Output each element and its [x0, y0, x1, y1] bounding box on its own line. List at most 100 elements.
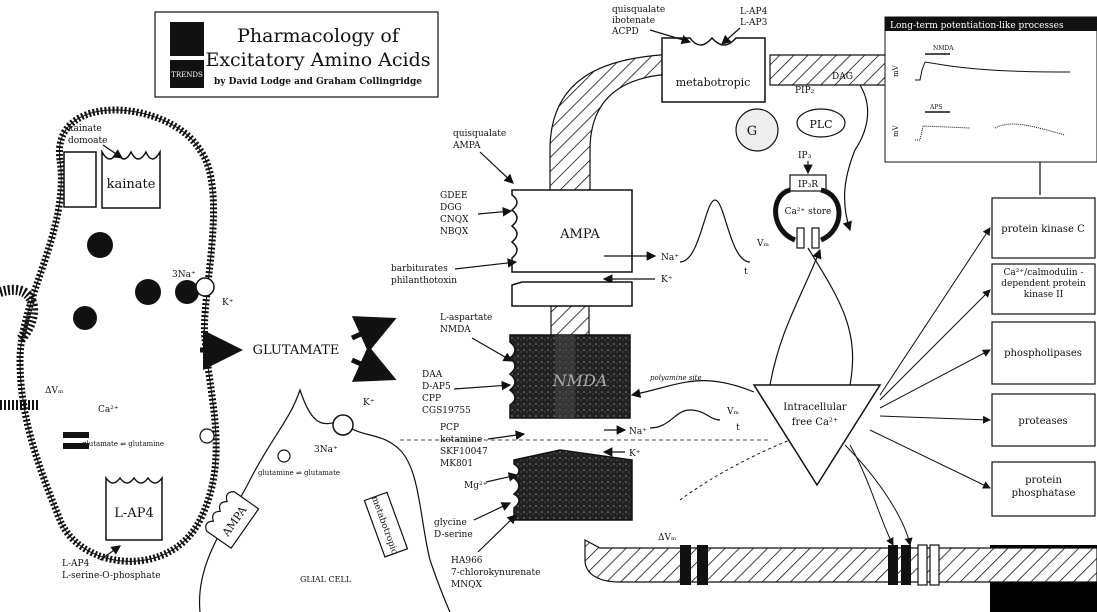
- glial-na-k-pump: [333, 415, 353, 435]
- metabotropic-receptor-label: metabotropic: [676, 76, 751, 89]
- channel-blocker-2: philanthotoxin: [391, 276, 457, 286]
- pcp-group-4: MK801: [440, 459, 473, 469]
- mg-label: Mg²⁺: [464, 481, 488, 491]
- effector-protein-kinase-c: protein kinase C: [992, 198, 1095, 258]
- glial-cell-label: GLIAL CELL: [300, 575, 352, 584]
- effector-label: proteases: [1018, 416, 1067, 427]
- ap4-ligand-2: L-serine-O-phosphate: [62, 571, 161, 581]
- glycine-antagonist-2: 7-chlorokynurenate: [451, 568, 541, 578]
- mglu-antagonist-1: L-AP4: [740, 7, 768, 17]
- ampa-k-label: K⁺: [661, 275, 673, 285]
- effector-proteases: proteases: [992, 394, 1095, 446]
- title-line-1: Pharmacology of: [237, 25, 401, 47]
- g-protein-label: G: [747, 124, 757, 139]
- effector-label: Ca²⁺/calmodulin -dependent protein kinas…: [994, 268, 1093, 301]
- presyn-transporter-label: glutamate ⇌ glutamine: [82, 440, 164, 448]
- ampa-antagonist-3: CNQX: [440, 215, 469, 225]
- title-box: TRENDS Pharmacology of Excitatory Amino …: [155, 12, 438, 97]
- ltp-y-unit-2: mV: [892, 124, 900, 137]
- glial-na-label: 3Na⁺: [314, 445, 338, 455]
- pcp-group-1: PCP: [440, 423, 459, 433]
- vesicle: [73, 306, 97, 330]
- ampa-antagonist-1: GDEE: [440, 191, 468, 201]
- ip3r-label: IP₃R: [798, 180, 818, 190]
- kainate-receptor-label: kainate: [107, 177, 156, 192]
- glycine-site[interactable]: [514, 450, 632, 520]
- title-line-2: Excitatory Amino Acids: [205, 49, 430, 71]
- ltp-nmda-label: NMDA: [933, 45, 954, 52]
- nmda-vm-label: Vₘ: [726, 407, 739, 417]
- intracellular-label-1: Intracellular: [783, 402, 847, 413]
- nmda-agonist-2: NMDA: [440, 325, 471, 335]
- glial-transporter-label: glutamine ⇌ glutamate: [258, 469, 340, 477]
- ampa-na-label: Na⁺: [661, 253, 679, 263]
- effector-phospholipases: phospholipases: [992, 322, 1095, 384]
- glutamate-label: GLUTAMATE: [253, 343, 340, 358]
- mglu-antagonist-2: L-AP3: [740, 18, 768, 28]
- epsp-t-label: t: [744, 267, 748, 277]
- l-ap4-receptor-label: L-AP4: [114, 506, 153, 521]
- nmda-t-label: t: [736, 423, 740, 433]
- nmda-k-label: K⁺: [629, 449, 641, 459]
- voltage-gated-channel: [680, 545, 691, 585]
- authors: by David Lodge and Graham Collingridge: [214, 77, 422, 87]
- glycine-agonist-2: D-serine: [434, 530, 473, 540]
- na-k-pump: [196, 278, 214, 296]
- kainate-ligand-2: domoate: [68, 136, 107, 146]
- pcp-group-3: SKF10047: [440, 447, 488, 457]
- ca-channel: [63, 432, 89, 438]
- glycine-antagonist-1: HA966: [451, 556, 483, 566]
- pump-na-label: 3Na⁺: [172, 270, 196, 280]
- ca-store-label: Ca²⁺ store: [785, 207, 832, 217]
- nmda-antagonist-1: DAA: [422, 370, 443, 380]
- effector-label: protein phosphatase: [1002, 474, 1085, 500]
- pcp-group-2: ketamine: [440, 435, 482, 445]
- ampa-receptor-label: AMPA: [559, 227, 600, 242]
- dag-label: DAG: [832, 72, 853, 82]
- ltp-panel: Long-term potentiation-like processes mV…: [885, 17, 1097, 162]
- ampa-antagonist-4: NBQX: [440, 227, 469, 237]
- post-dv-label: ΔVₘ: [658, 533, 677, 543]
- effector-cam-kinase-ii: Ca²⁺/calmodulin -dependent protein kinas…: [992, 264, 1095, 314]
- plc-label: PLC: [809, 118, 832, 131]
- epsp-vm-label: Vₘ: [756, 239, 769, 249]
- nmda-agonist-1: L-aspartate: [440, 313, 492, 323]
- kainate-ligand-1: kainate: [68, 124, 102, 134]
- effector-label: protein kinase C: [1001, 224, 1085, 235]
- effector-protein-phosphatase: protein phosphatase: [992, 462, 1095, 516]
- metabotropic-receptor[interactable]: metabotropic: [662, 38, 765, 102]
- ltp-aps-label: APS: [929, 104, 942, 111]
- glial-k-label: K⁺: [363, 398, 375, 408]
- k-channel: [888, 545, 898, 585]
- channel-blocker-1: barbiturates: [391, 264, 448, 274]
- vesicle: [135, 279, 161, 305]
- nmda-receptor-label: NMDA: [552, 371, 608, 390]
- ap4-ligand-1: L-AP4: [62, 559, 90, 569]
- glycine-antagonist-3: MNQX: [451, 580, 482, 590]
- glycine-agonist-1: glycine: [434, 518, 467, 528]
- effector-label: phospholipases: [1004, 348, 1082, 359]
- pump-k-label: K⁺: [222, 298, 234, 308]
- kainate-receptor[interactable]: kainate: [64, 152, 160, 208]
- cl-channel-label: Cl⁻: [922, 599, 937, 609]
- nmda-antagonist-3: CPP: [422, 394, 441, 404]
- nmda-na-label: Na⁺: [629, 427, 647, 437]
- intracellular-label-2: free Ca²⁺: [792, 417, 838, 428]
- ampa-receptor[interactable]: AMPA: [512, 190, 632, 272]
- cl-channel: [918, 545, 927, 585]
- journal-logo: [170, 22, 204, 56]
- mglu-ligand-2: ibotenate: [612, 16, 655, 26]
- mglu-ligand-3: ACPD: [611, 27, 639, 37]
- mglu-ligand-1: quisqualate: [612, 5, 665, 15]
- k-channel-label: K⁺: [893, 599, 905, 609]
- vesicle: [175, 280, 199, 304]
- ampa-antagonist-2: DGG: [440, 203, 462, 213]
- nmda-antagonist-2: D-AP5: [422, 382, 451, 392]
- presyn-ca-label: Ca²⁺: [98, 405, 119, 415]
- l-ap4-receptor[interactable]: L-AP4: [106, 478, 162, 540]
- ampa-agonist-1: quisqualate: [453, 129, 506, 139]
- pip2-label: PIP₂: [795, 86, 815, 96]
- vesicle: [87, 232, 113, 258]
